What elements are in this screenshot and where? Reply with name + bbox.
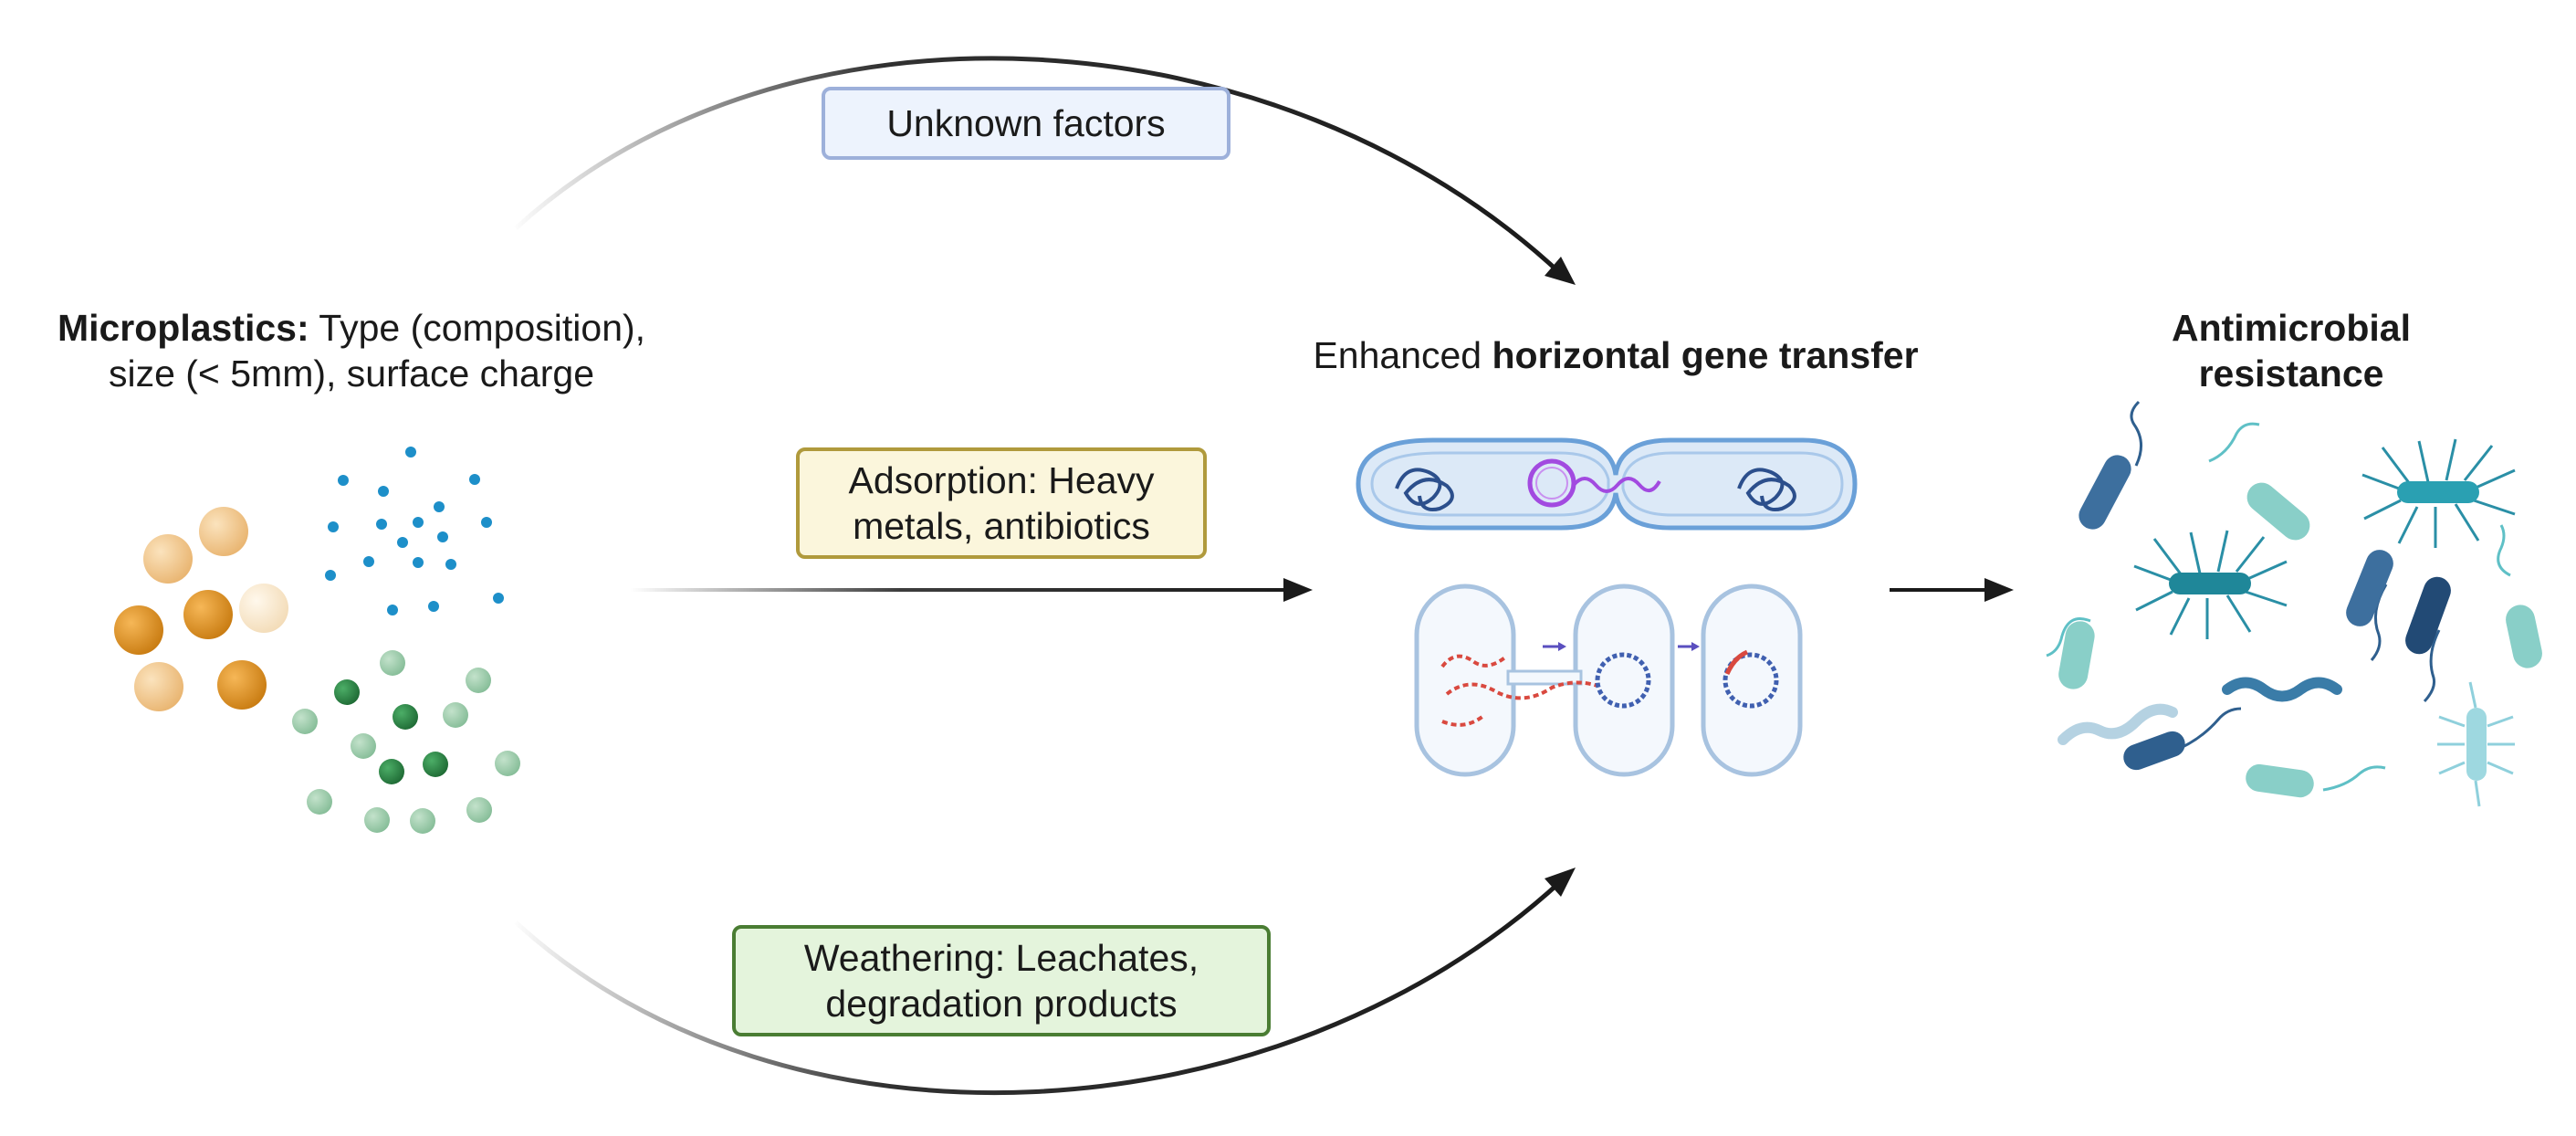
weathering-text: Weathering: Leachates, degradation produ…: [803, 937, 1199, 1025]
unknown-factors-box: Unknown factors: [822, 87, 1230, 160]
unknown-factors-text: Unknown factors: [886, 102, 1166, 144]
microplastic-beads-green: [292, 650, 520, 834]
arrow-unknown-factors: [514, 56, 1576, 285]
microplastic-particles-blue: [325, 447, 504, 615]
horizontal-gene-transfer-label: Enhanced horizontal gene transfer: [1313, 334, 1919, 376]
dividing-bacterium-icon: [1356, 437, 1858, 531]
bacteria-cluster-icon: [2046, 400, 2542, 807]
arrow-weathering: [514, 868, 1576, 1096]
conjugating-bacteria-icon: [1414, 584, 1803, 777]
weathering-box: Weathering: Leachates, degradation produ…: [732, 925, 1271, 1036]
arrow-to-resistance: [1890, 578, 2014, 602]
antimicrobial-resistance-label: Antimicrobial resistance: [2172, 307, 2411, 394]
adsorption-box: Adsorption: Heavy metals, antibiotics: [796, 447, 1207, 559]
arrow-adsorption: [630, 578, 1313, 602]
microplastic-beads-orange: [114, 507, 288, 711]
adsorption-text: Adsorption: Heavy metals, antibiotics: [848, 459, 1155, 547]
microplastics-label: Microplastics: Type (composition), size …: [57, 307, 646, 394]
